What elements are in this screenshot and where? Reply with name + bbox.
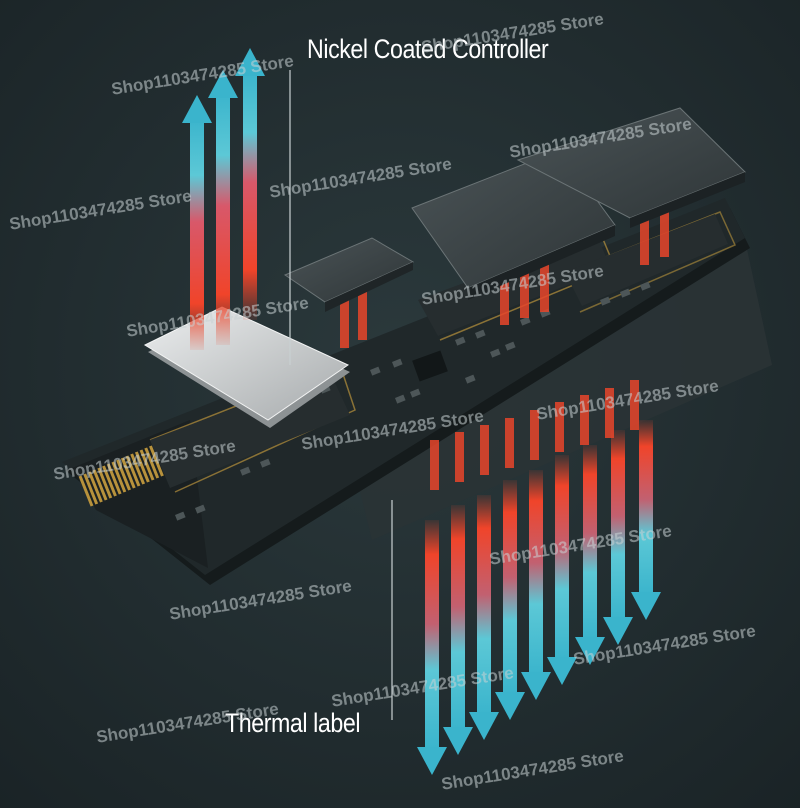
- connector-finger: [78, 475, 94, 507]
- down-arrow-head: [521, 672, 551, 700]
- up-arrow-head: [235, 48, 265, 76]
- connector-finger: [125, 455, 141, 487]
- connector-finger: [92, 469, 108, 501]
- down-arrow-head: [631, 592, 661, 620]
- up-arrow-shaft: [216, 92, 230, 345]
- heat-bar: [660, 207, 669, 257]
- down-arrow-shaft: [529, 470, 543, 676]
- connector-finger: [130, 453, 146, 485]
- smd-component: [465, 374, 476, 384]
- connector-finger: [139, 449, 155, 481]
- thermal-pad-bottom: [338, 240, 772, 540]
- down-arrow-head: [603, 617, 633, 645]
- smd-component: [640, 281, 651, 291]
- down-arrow-shaft: [583, 445, 597, 641]
- heat-up-arrows: [182, 48, 265, 350]
- heat-bar: [540, 262, 549, 312]
- down-arrow-shaft: [611, 430, 625, 621]
- heat-bar: [580, 395, 589, 445]
- smd-component: [455, 336, 466, 346]
- board-components: [174, 281, 651, 521]
- connector-finger: [134, 451, 150, 483]
- up-arrow-shaft: [243, 70, 257, 320]
- heat-bar: [480, 425, 489, 475]
- down-arrow-shaft: [639, 420, 653, 596]
- connector-finger: [149, 445, 164, 477]
- down-arrow-head: [443, 727, 473, 755]
- connector-finger: [106, 463, 122, 495]
- smd-component: [395, 394, 406, 404]
- connector-finger: [120, 457, 136, 489]
- down-arrow-shaft: [425, 520, 439, 751]
- down-arrow-head: [575, 637, 605, 665]
- heat-bar: [430, 440, 439, 490]
- down-arrow-shaft: [451, 505, 465, 731]
- heat-bars: [340, 207, 669, 490]
- smd-component: [620, 288, 631, 298]
- heat-bar: [630, 380, 639, 430]
- controller-caption: Nickel Coated Controller: [307, 34, 549, 64]
- down-arrow-head: [417, 747, 447, 775]
- connector-finger: [87, 471, 103, 503]
- connector-finger: [111, 461, 127, 493]
- smd-component: [410, 388, 421, 398]
- ssd-board: [62, 198, 750, 585]
- smd-component: [174, 511, 186, 521]
- heat-bar: [500, 275, 509, 325]
- down-arrow-head: [495, 692, 525, 720]
- smd-component: [392, 358, 403, 368]
- heat-bar: [555, 402, 564, 452]
- down-arrow-head: [547, 657, 577, 685]
- smd-component: [505, 341, 516, 351]
- smd-component: [599, 296, 611, 306]
- connector-finger: [102, 465, 117, 497]
- heat-bar: [520, 268, 529, 318]
- up-arrow-head: [182, 95, 212, 123]
- heat-bar: [605, 388, 614, 438]
- smd-component: [520, 316, 531, 326]
- smd-component: [240, 466, 251, 476]
- smd-component: [370, 366, 381, 376]
- connector-finger: [97, 467, 113, 499]
- down-arrow-head: [469, 712, 499, 740]
- floating-pads: [283, 107, 746, 312]
- down-arrow-shaft: [477, 495, 491, 716]
- smd-component: [260, 458, 271, 468]
- up-arrow-shaft: [190, 117, 204, 350]
- heat-bar: [358, 292, 367, 340]
- connector-finger: [83, 473, 99, 505]
- smd-component: [490, 348, 501, 358]
- thermal-caption: Thermal label: [225, 708, 361, 738]
- connector-finger: [144, 447, 160, 479]
- heat-bar: [455, 432, 464, 482]
- heat-down-arrows: [417, 420, 661, 775]
- up-arrow-head: [208, 70, 238, 98]
- heat-bar: [340, 300, 349, 348]
- heat-bar: [505, 418, 514, 468]
- smd-component: [194, 504, 206, 514]
- down-arrow-shaft: [503, 480, 517, 696]
- connector-finger: [116, 459, 131, 491]
- smd-component: [475, 329, 486, 339]
- heat-bar: [640, 215, 649, 265]
- down-arrow-shaft: [555, 455, 569, 661]
- heat-bar: [530, 410, 539, 460]
